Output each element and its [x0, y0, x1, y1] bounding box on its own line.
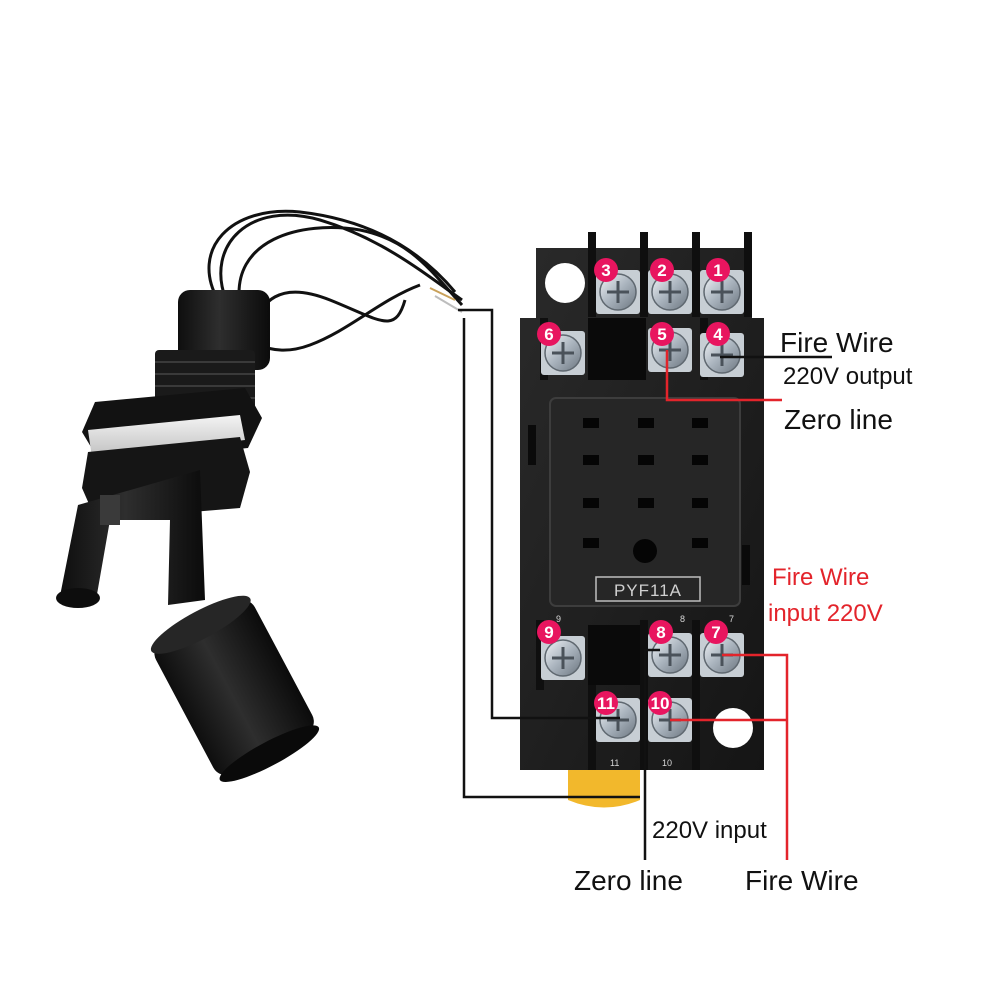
- terminal-number-10: 10: [651, 694, 670, 713]
- label-bottom-voltage: 220V input: [652, 817, 767, 844]
- label-input-fire-wire: Fire Wire: [772, 564, 870, 591]
- terminal-badge-1: 1: [706, 258, 730, 282]
- terminal-badge-5: 5: [650, 322, 674, 346]
- terminal-badge-10: 10: [648, 691, 672, 715]
- wire-switch-to-input: [462, 318, 640, 799]
- wire-input-zero: [643, 648, 660, 860]
- label-output-zero-line: Zero line: [784, 404, 893, 435]
- terminal-number-4: 4: [713, 325, 723, 344]
- terminal-badge-6: 6: [537, 322, 561, 346]
- wire-output-zero: [665, 350, 782, 402]
- terminal-number-6: 6: [544, 325, 553, 344]
- label-bottom-zero-line: Zero line: [574, 865, 683, 896]
- wire-switch-to-11: [458, 308, 620, 720]
- terminal-number-5: 5: [657, 325, 666, 344]
- terminal-screw-icon: [648, 633, 692, 677]
- terminal-number-9: 9: [544, 623, 553, 642]
- mark-11: 11: [610, 758, 619, 768]
- terminal-screw-icon: [700, 270, 744, 314]
- terminal-badge-3: 3: [594, 258, 618, 282]
- terminal-number-3: 3: [601, 261, 610, 280]
- terminal-badge-8: 8: [649, 620, 673, 644]
- terminal-badge-11: 11: [594, 691, 618, 715]
- float-level-switch-icon: [56, 209, 464, 783]
- terminal-badge-4: 4: [706, 322, 730, 346]
- terminal-badge-7: 7: [704, 620, 728, 644]
- wire-input-fire: [722, 653, 789, 860]
- mark-9: 9: [556, 614, 561, 624]
- mark-7: 7: [729, 614, 734, 624]
- terminal-badges: 1 2 3 4 5 6 7 8 9 10 11: [537, 258, 730, 715]
- terminal-badge-9: 9: [537, 620, 561, 644]
- terminal-screw-icon: [541, 636, 585, 680]
- terminal-number-2: 2: [657, 261, 666, 280]
- terminal-number-7: 7: [711, 623, 720, 642]
- label-output-fire-wire: Fire Wire: [780, 327, 894, 358]
- terminal-badge-2: 2: [650, 258, 674, 282]
- terminal-screw-icon: [700, 333, 744, 377]
- mark-8: 8: [680, 614, 685, 624]
- label-bottom-fire-wire: Fire Wire: [745, 865, 859, 896]
- wiring-lines: [458, 308, 832, 860]
- model-label: PYF11A: [614, 581, 682, 600]
- terminal-number-8: 8: [656, 623, 665, 642]
- label-input-voltage: input 220V: [768, 600, 883, 627]
- terminal-number-11: 11: [597, 694, 615, 713]
- mounting-hole: [713, 708, 753, 748]
- mark-10: 10: [662, 758, 672, 768]
- label-output-voltage: 220V output: [783, 363, 913, 390]
- terminal-number-1: 1: [713, 261, 722, 280]
- mounting-hole: [545, 263, 585, 303]
- release-clip: [568, 770, 640, 808]
- pin-holes: [583, 418, 708, 563]
